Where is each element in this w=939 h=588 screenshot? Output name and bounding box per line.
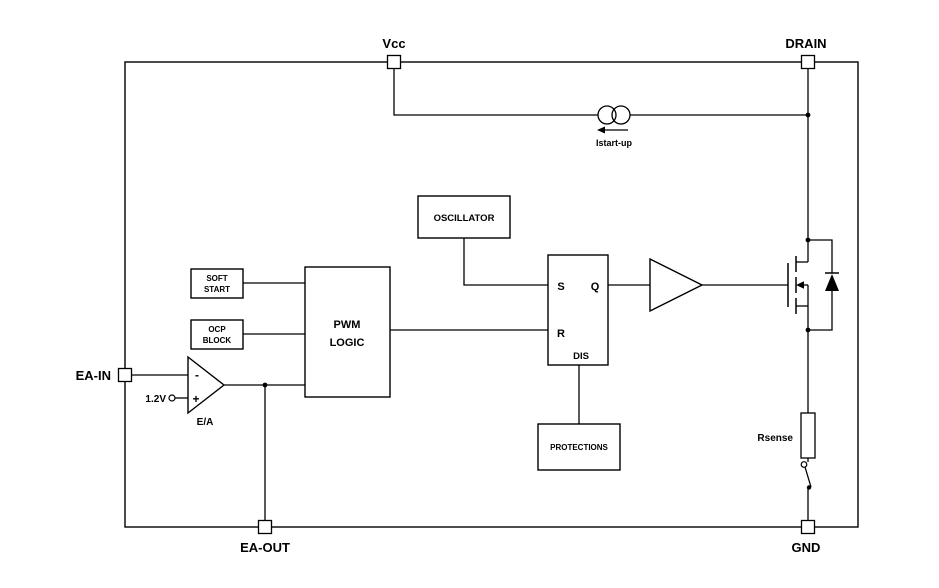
diode-triangle-icon: [825, 274, 839, 291]
rsense-label: Rsense: [757, 433, 793, 444]
oscillator-block: [417, 195, 511, 239]
error-amp-minus-sign: -: [195, 368, 199, 382]
pin-label-drain: DRAIN: [785, 36, 826, 51]
rsense-resistor: [800, 412, 816, 459]
pin-ea-in: [117, 367, 133, 383]
ocp-block: [190, 319, 244, 350]
pwm-logic-label-line2: LOGIC: [330, 337, 365, 349]
current-source-symbol: [597, 105, 631, 134]
protections-block: [537, 423, 621, 471]
istartup-label: Istart-up: [596, 138, 633, 148]
error-amp-plus-sign: +: [192, 392, 199, 406]
pin-ea-out: [257, 519, 273, 535]
wire-diode-top-branch: [808, 239, 833, 273]
pin-gnd: [800, 519, 816, 535]
pin-label-gnd: GND: [792, 540, 821, 555]
sr-latch-block: [547, 254, 609, 366]
pin-drain: [800, 54, 816, 70]
driver-triangle: [649, 257, 704, 313]
mosfet-body-arrow-icon: [796, 281, 804, 289]
current-source-circle-right: [611, 105, 631, 125]
wire-diode-bottom-branch: [808, 291, 833, 331]
soft-start-label-line1: SOFT: [206, 274, 227, 283]
pin-vcc: [386, 54, 402, 70]
error-amp-triangle: [187, 355, 226, 415]
wire-oscillator-to-s: [463, 238, 548, 286]
latch-q-label: Q: [591, 281, 600, 293]
junction-dot: [805, 112, 811, 118]
soft-start-label-line2: START: [204, 285, 230, 294]
pin-label-ea-out: EA-OUT: [240, 540, 290, 555]
junction-dot: [805, 327, 811, 333]
ocp-label-line1: OCP: [208, 325, 226, 334]
chip-boundary: [124, 61, 859, 528]
sense-contact-circle: [800, 461, 808, 468]
vref-terminal-circle: [168, 394, 176, 402]
pin-label-vcc: Vcc: [382, 36, 405, 51]
current-source-circle-left: [597, 105, 617, 125]
oscillator-label: OSCILLATOR: [434, 213, 495, 224]
pins: [117, 54, 816, 535]
junction-dot: [805, 237, 811, 243]
latch-s-label: S: [557, 281, 564, 293]
ocp-label-line2: BLOCK: [203, 336, 232, 345]
wire-vcc-to-current-source: [393, 68, 598, 116]
pin-label-ea-in: EA-IN: [76, 368, 111, 383]
body-diode-symbol: [825, 272, 839, 291]
istartup-arrowhead-icon: [597, 126, 605, 134]
vref-label: 1.2V: [145, 394, 166, 405]
mosfet-symbol: [787, 256, 804, 314]
error-amp-label: E/A: [197, 417, 214, 428]
latch-r-label: R: [557, 328, 565, 340]
wire-sense-diagonal: [804, 466, 812, 488]
pwm-logic-block: [304, 266, 391, 398]
soft-start-block: [190, 268, 244, 299]
junction-dot: [262, 382, 268, 388]
function-blocks: [187, 195, 704, 471]
latch-dis-label: DIS: [573, 351, 589, 362]
junction-dots: [262, 112, 812, 490]
pwm-logic-label-line1: PWM: [334, 319, 361, 331]
protections-label: PROTECTIONS: [550, 443, 608, 452]
junction-dot: [806, 485, 812, 490]
